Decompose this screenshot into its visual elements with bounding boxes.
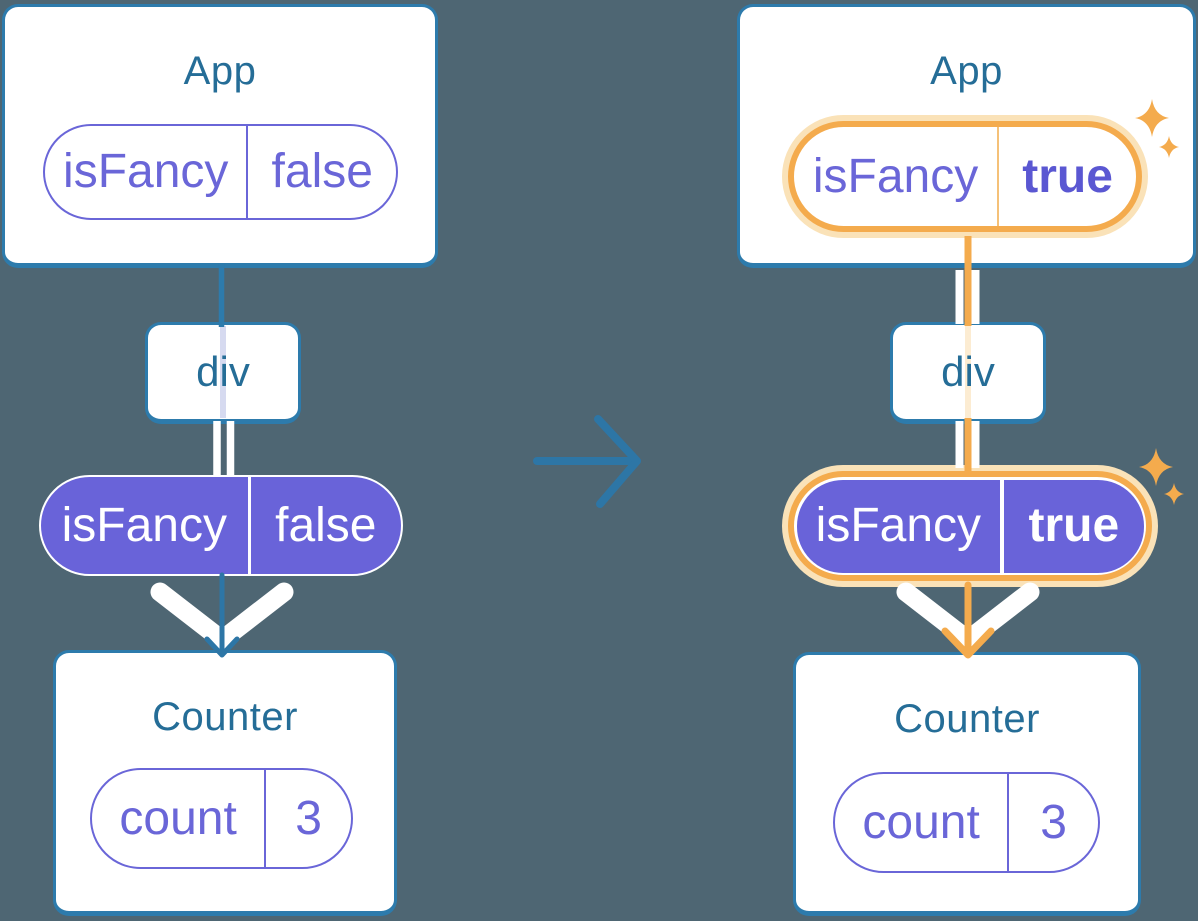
- prop-value-cell: false: [246, 126, 396, 218]
- passed-prop-pill-body: isFancy true: [796, 479, 1144, 573]
- prop-value-cell: true: [997, 127, 1136, 226]
- before-div-to-prop-lines: [213, 421, 235, 477]
- after-app-title: App: [930, 49, 1003, 93]
- after-app-card: App isFancy true: [737, 4, 1196, 268]
- after-div-label: div: [941, 348, 995, 395]
- pass-through-stripe: [965, 326, 971, 418]
- prop-name-cell: isFancy: [815, 499, 982, 552]
- prop-name-cell: isFancy: [61, 498, 227, 552]
- four-point-sparkle-icon: [1139, 448, 1173, 486]
- state-value-cell: 3: [264, 770, 351, 867]
- down-chevron-arrow-icon: [896, 582, 1040, 650]
- prop-name-cell: isFancy: [63, 145, 229, 198]
- sparkle-icons-prop: [1139, 448, 1184, 505]
- after-div-to-prop-connector: [955, 418, 980, 471]
- pass-through-stripe: [220, 326, 226, 418]
- before-counter-card: Counter count 3: [53, 650, 397, 916]
- before-counter-title: Counter: [152, 695, 298, 739]
- before-passed-prop-pill: isFancy false: [39, 475, 403, 576]
- after-counter-title: Counter: [894, 697, 1040, 741]
- state-value-cell: 3: [1007, 774, 1098, 871]
- after-prop-to-counter-arrow: [941, 581, 995, 659]
- down-chevron-arrow-icon: [150, 582, 294, 650]
- after-passed-prop-pill-highlighted: isFancy true: [788, 471, 1152, 581]
- before-prop-to-counter-arrow: [204, 572, 240, 658]
- after-counter-state-pill: count 3: [833, 772, 1100, 873]
- before-counter-state-pill: count 3: [90, 768, 353, 869]
- before-app-title: App: [183, 49, 257, 93]
- prop-value-cell: false: [247, 477, 401, 574]
- before-div-card: div: [145, 322, 301, 424]
- state-name-cell: count: [119, 791, 237, 845]
- right-arrow-icon: [533, 415, 641, 508]
- four-point-sparkle-icon: [1164, 483, 1184, 505]
- before-app-card: App isFancy false: [2, 4, 438, 268]
- after-div-card: div: [890, 322, 1046, 424]
- before-app-prop-pill: isFancy false: [43, 124, 398, 220]
- prop-value-cell: true: [1000, 479, 1143, 573]
- prop-name-cell: isFancy: [812, 149, 979, 203]
- state-name-cell: count: [862, 795, 980, 849]
- before-div-label: div: [196, 348, 250, 395]
- after-app-prop-pill-highlighted: isFancy true: [788, 121, 1142, 232]
- after-counter-card: Counter count 3: [793, 652, 1141, 916]
